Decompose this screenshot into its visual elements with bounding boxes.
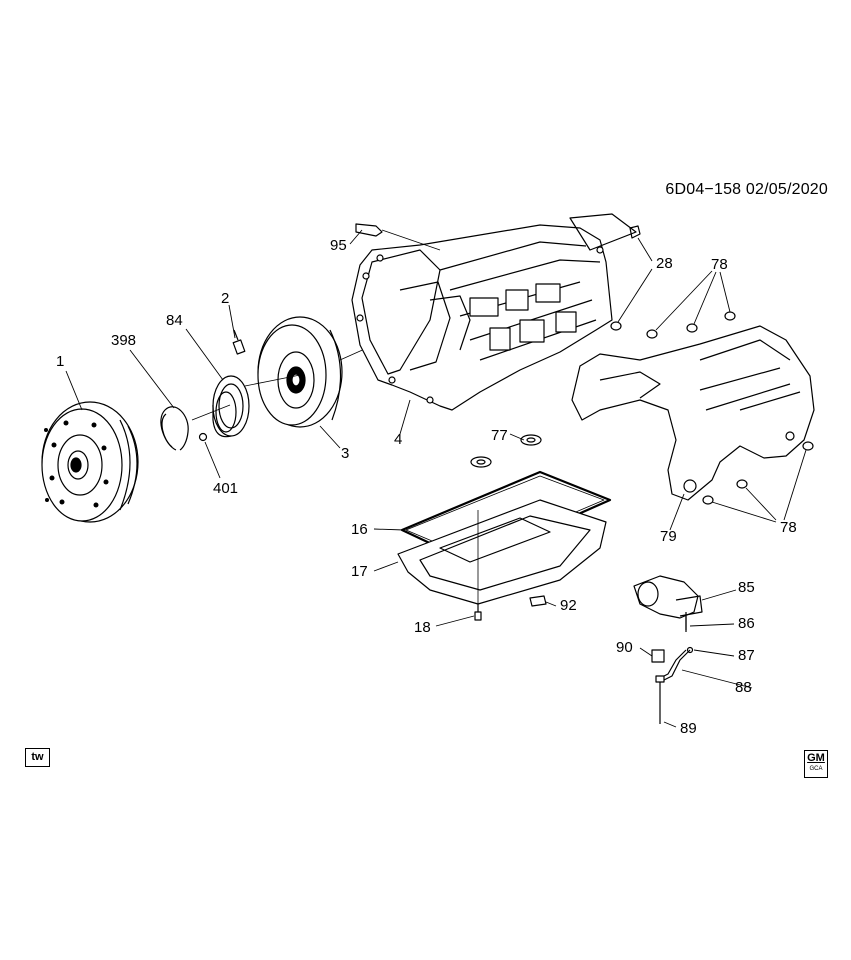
callout-84: 84 (166, 312, 183, 329)
bolt (232, 329, 246, 355)
gm-logo-text: GM (807, 752, 825, 764)
plug (198, 432, 208, 442)
callout-28: 28 (656, 255, 673, 272)
extension-housing (571, 325, 815, 501)
callout-92: 92 (560, 597, 577, 614)
leader-lines (65, 229, 807, 728)
transmission-case (351, 224, 613, 411)
callout-3: 3 (341, 445, 350, 462)
callout-1: 1 (56, 353, 65, 370)
callout-87: 87 (738, 647, 755, 664)
pan-plug (529, 595, 547, 607)
tw-badge: tw (25, 748, 50, 767)
callout-18: 18 (414, 619, 431, 636)
callout-17: 17 (351, 563, 368, 580)
gm-logo-subtext: GCA (809, 766, 823, 772)
callout-401: 401 (213, 480, 239, 497)
snap-ring (160, 406, 189, 451)
callout-89: 89 (680, 720, 697, 737)
drain-bolt (474, 604, 482, 621)
callout-86: 86 (738, 615, 755, 632)
gm-logo: GM GCA (804, 750, 828, 778)
case-bolts (569, 213, 641, 331)
callout-90: 90 (616, 639, 633, 656)
seal (212, 375, 250, 438)
park-actuator (633, 575, 703, 630)
oil-pan (397, 499, 607, 605)
callout-95: 95 (330, 237, 347, 254)
linkage-bolt (655, 675, 665, 724)
callout-77: 77 (491, 427, 508, 444)
callout-16: 16 (351, 521, 368, 538)
washers (470, 434, 542, 468)
callout-88: 88 (735, 679, 752, 696)
callout-85: 85 (738, 579, 755, 596)
callout-2: 2 (221, 290, 230, 307)
callout-78-top: 78 (711, 256, 728, 273)
callout-398: 398 (111, 332, 137, 349)
callout-4: 4 (394, 431, 403, 448)
callout-78-bottom: 78 (780, 519, 797, 536)
torque-converter (41, 401, 139, 523)
bushing (651, 649, 665, 663)
oil-pump (257, 316, 343, 428)
diagram-code-date: 6D04−158 02/05/2020 (665, 181, 828, 198)
vent-tube (355, 223, 441, 251)
callout-79: 79 (660, 528, 677, 545)
